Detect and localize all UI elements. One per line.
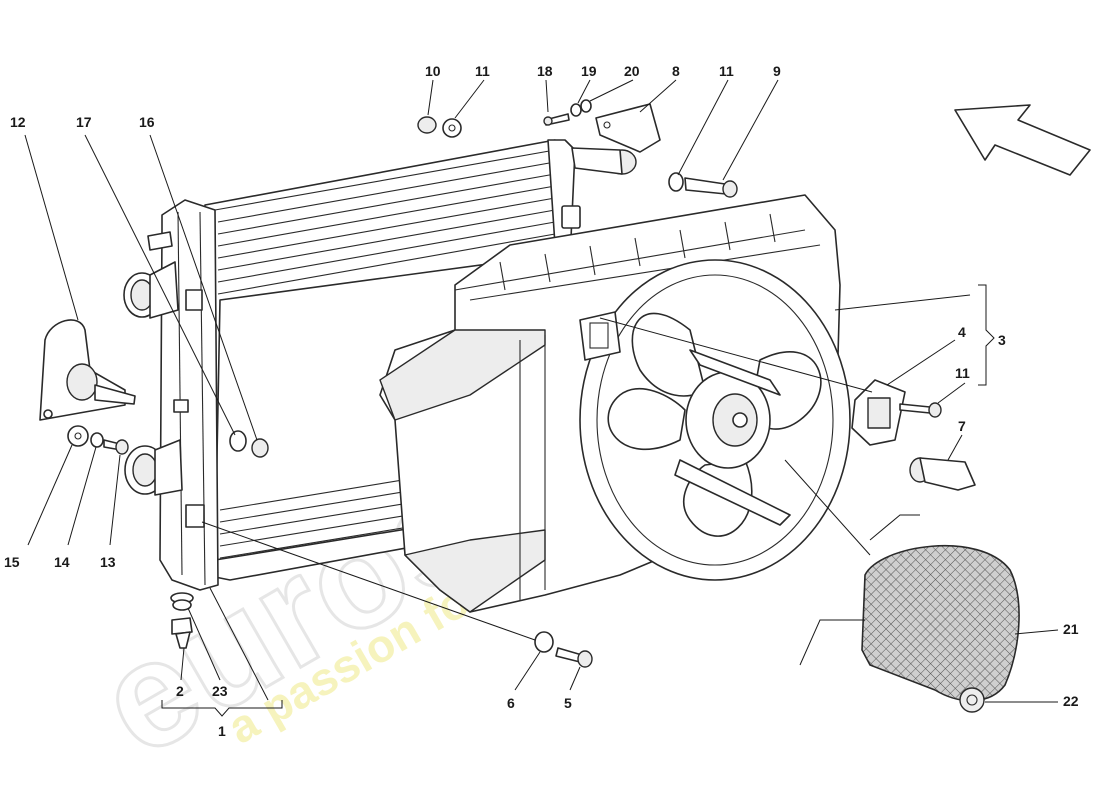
callout-2: 2 bbox=[176, 683, 184, 699]
radiator bbox=[123, 139, 581, 604]
left-hardware bbox=[39, 319, 269, 649]
callout-20: 19 bbox=[581, 63, 597, 79]
leader-lines bbox=[24, 79, 1059, 703]
callout-7: 7 bbox=[958, 418, 966, 434]
callout-9: 9 bbox=[773, 63, 781, 79]
callout-23: 22 bbox=[1063, 693, 1079, 709]
callout-16: 15 bbox=[4, 554, 20, 570]
callout-4: 4 bbox=[958, 324, 966, 340]
mesh-panel bbox=[861, 544, 1020, 702]
right-hardware bbox=[534, 379, 1020, 713]
callout-22: 21 bbox=[1063, 621, 1079, 637]
callout-5: 5 bbox=[564, 695, 572, 711]
fan-shroud bbox=[379, 194, 851, 613]
callout-11-right: 11 bbox=[719, 63, 734, 79]
callout-14: 13 bbox=[100, 554, 116, 570]
callout-6: 6 bbox=[507, 695, 515, 711]
top-hardware bbox=[417, 99, 738, 198]
callout-18: 17 bbox=[76, 114, 92, 130]
callout-10: 10 bbox=[425, 63, 441, 79]
callout-3: 3 bbox=[998, 332, 1006, 348]
callout-13: 12 bbox=[10, 114, 26, 130]
callout-17: 16 bbox=[139, 114, 155, 130]
callout-numbers: 12 17 16 10 11 18 19 20 8 11 9 3 4 11 7 … bbox=[4, 63, 1079, 739]
callout-21: 20 bbox=[624, 63, 640, 79]
callout-1: 1 bbox=[218, 723, 226, 739]
group-bracket-3 bbox=[978, 284, 995, 386]
callout-19: 18 bbox=[537, 63, 553, 79]
airflow-arrow bbox=[954, 104, 1091, 176]
callout-11-top: 11 bbox=[475, 63, 490, 79]
callout-15: 14 bbox=[54, 554, 70, 570]
group-bracket-1 bbox=[161, 700, 283, 717]
callout-8: 8 bbox=[672, 63, 680, 79]
callout-24: 23 bbox=[212, 683, 228, 699]
callout-12: 11 bbox=[955, 365, 970, 381]
